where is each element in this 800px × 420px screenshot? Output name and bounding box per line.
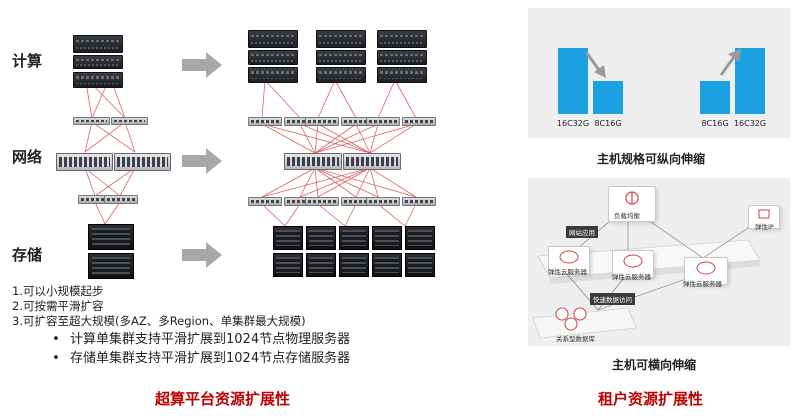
tenant-caption: 租户资源扩展性 [598,390,704,408]
web-app-tag: 网站应用 [566,226,598,238]
core-switch [56,153,113,171]
elastic-ip-card [748,205,780,229]
compute-server [316,67,366,83]
row-label-network: 网络 [12,148,43,166]
ecs-card [612,250,654,278]
compute-server [316,30,366,48]
storage-switch [402,197,436,206]
compute-server [248,30,298,48]
spec-label: 16C32G [733,119,767,128]
access-switch [111,117,148,125]
storage-server [405,226,435,250]
storage-server [372,226,402,250]
ecs-label: 弹性云服务器 [683,280,722,288]
elastic-ip-icon [758,209,770,219]
expand-arrow-icon [182,52,222,78]
storage-switch [248,197,282,206]
access-switch [73,117,110,125]
storage-server [372,253,402,277]
spec-bar [558,48,588,114]
storage-server [306,253,336,277]
scale-down-arrow-icon [584,51,606,78]
storage-server [306,226,336,250]
compute-server [73,72,123,88]
core-switch [284,153,342,170]
db-label: 关系型数据库 [556,335,595,343]
compute-server [248,67,298,83]
storage-server [273,253,303,277]
load-balancer-icon [625,191,639,205]
expand-arrow-icon [182,148,222,174]
bullet-item: •计算单集群支持平滑扩展到1024节点物理服务器 [52,332,351,347]
vertical-caption: 主机规格可纵向伸缩 [597,152,706,166]
core-switch [343,153,401,170]
ecs-label: 弹性云服务器 [612,273,651,281]
ecs-card [548,246,590,274]
platform-caption: 超算平台资源扩展性 [155,390,291,408]
compute-server [377,30,427,48]
spec-label: 8C16G [701,119,729,128]
storage-server [339,253,369,277]
horizontal-caption: 主机可横向伸缩 [612,358,697,372]
storage-server [273,226,303,250]
ecs-label: 弹性云服务器 [548,268,587,276]
expand-arrow-icon [182,242,222,268]
row-label-compute: 计算 [12,52,43,70]
connection-lines [84,76,417,227]
note-item: 3.可扩容至超大规模(多AZ、多Region、单集群最大规模) [12,314,306,328]
spec-bar [700,81,730,114]
compute-server [248,50,298,65]
cloud-server-icon [559,250,579,264]
compute-server [73,55,123,69]
storage-switch [366,197,400,206]
load-balancer-card [608,186,656,222]
spec-label: 8C16G [594,119,622,128]
spec-label: 16C32G [556,119,590,128]
access-switch [366,117,400,126]
cloud-server-icon [623,254,643,268]
note-item: 1.可以小规模起步 [12,284,104,298]
storage-server [88,253,134,279]
storage-server [88,224,134,250]
fast-access-tag: 快速数据访问 [590,293,635,305]
compute-server [316,50,366,65]
lb-label: 负载均衡 [614,212,640,220]
access-switch [305,117,339,126]
storage-switch [104,195,138,204]
access-switch [248,117,282,126]
note-item: 2.可按需平滑扩容 [12,299,104,313]
compute-server [377,50,427,65]
ecs-card [684,257,728,285]
row-label-storage: 存储 [12,246,43,264]
compute-server [73,35,123,53]
eip-label: 弹性IP [755,223,774,231]
storage-server [339,226,369,250]
database-icon [555,307,587,331]
notes-list: 1.可以小规模起步 2.可按需平滑扩容 3.可扩容至超大规模(多AZ、多Regi… [12,284,306,329]
spec-bar [735,48,765,114]
cloud-server-icon [696,261,716,275]
core-switch [114,153,171,171]
spec-bar [593,81,623,114]
bullet-item: •存储单集群支持平滑扩展到1024节点存储服务器 [52,351,351,366]
storage-server [405,253,435,277]
access-switch [402,117,436,126]
scale-up-arrow-icon [719,49,741,76]
compute-server [377,67,427,83]
storage-switch [305,197,339,206]
bullet-list: •计算单集群支持平滑扩展到1024节点物理服务器 •存储单集群支持平滑扩展到10… [42,330,350,368]
